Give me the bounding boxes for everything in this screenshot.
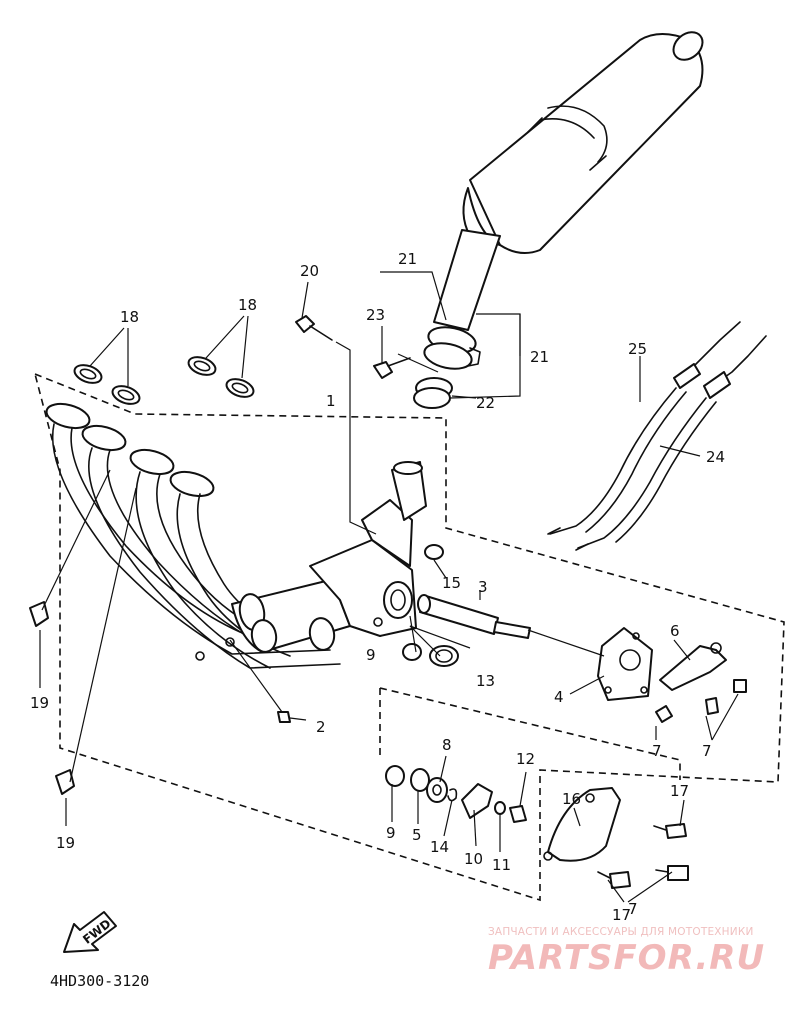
callout-23: 23 xyxy=(366,306,385,324)
throttle-cables xyxy=(547,321,767,551)
valve-hardware xyxy=(385,765,527,823)
callout-21a: 21 xyxy=(398,250,417,268)
callout-21b: 21 xyxy=(530,348,549,366)
callout-12: 12 xyxy=(516,750,535,768)
callout-13: 13 xyxy=(476,672,495,690)
callout-18a: 18 xyxy=(120,308,139,326)
callout-5: 5 xyxy=(412,826,422,844)
drawing-code: 4HD300-3120 xyxy=(50,972,150,990)
callout-9a: 9 xyxy=(366,646,376,664)
gaskets xyxy=(73,356,255,405)
callout-10: 10 xyxy=(464,850,483,868)
callout-6: 6 xyxy=(670,622,680,640)
group-outline-exhaust-pipe xyxy=(33,372,785,902)
leader-lines xyxy=(39,271,739,903)
cable-lever xyxy=(655,642,747,723)
callout-11: 11 xyxy=(492,856,511,874)
fwd-arrow-icon: FWD xyxy=(63,911,117,953)
callout-22: 22 xyxy=(476,394,495,412)
callout-16: 16 xyxy=(562,790,581,808)
callout-24: 24 xyxy=(706,448,725,466)
valve-shaft xyxy=(402,594,531,667)
callout-numbers: 1 2 3 4 5 6 7 7 7 8 9 9 10 11 12 13 14 1… xyxy=(30,250,725,924)
callout-8: 8 xyxy=(442,736,452,754)
callout-4: 4 xyxy=(554,688,564,706)
callout-14: 14 xyxy=(430,838,449,856)
callout-7c: 7 xyxy=(628,900,638,918)
callout-7b: 7 xyxy=(702,742,712,760)
callout-20: 20 xyxy=(300,262,319,280)
group-outline-hardware xyxy=(379,687,681,780)
callout-9b: 9 xyxy=(386,824,396,842)
pulley-cover xyxy=(543,787,689,889)
callout-3: 3 xyxy=(478,578,488,596)
exhaust-header-pipes xyxy=(45,402,444,669)
bolt-20 xyxy=(295,315,333,341)
callout-2: 2 xyxy=(316,718,326,736)
muffler xyxy=(373,31,704,409)
callout-15: 15 xyxy=(442,574,461,592)
callout-18b: 18 xyxy=(238,296,257,314)
callout-17b: 17 xyxy=(612,906,631,924)
callout-25: 25 xyxy=(628,340,647,358)
callout-17a: 17 xyxy=(670,782,689,800)
watermark-tagline: ЗАПЧАСТИ И АКСЕССУАРЫ ДЛЯ МОТОТЕХНИКИ xyxy=(488,926,754,938)
callout-1: 1 xyxy=(326,392,336,410)
watermark-logo: PARTSFOR.RU xyxy=(488,938,766,978)
valve-pulley xyxy=(597,627,653,701)
callout-7a: 7 xyxy=(652,742,662,760)
callout-19b: 19 xyxy=(56,834,75,852)
callout-19a: 19 xyxy=(30,694,49,712)
